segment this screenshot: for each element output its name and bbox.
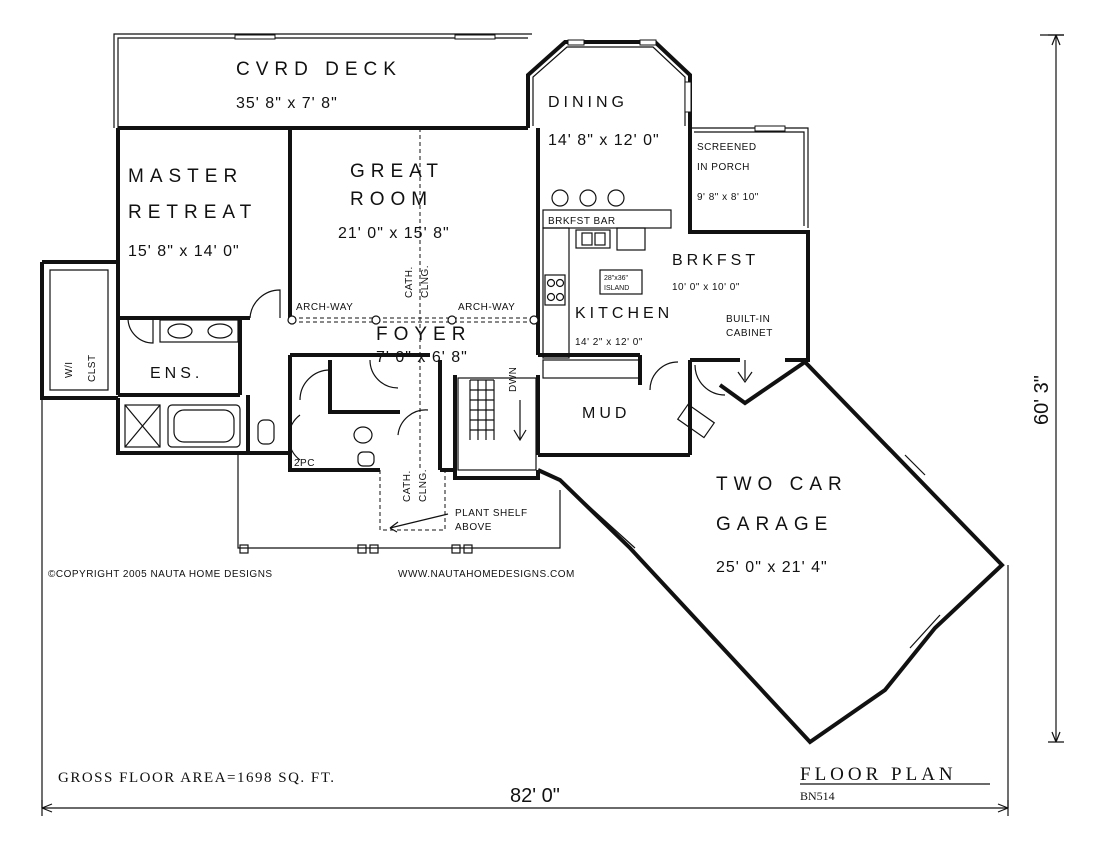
covered-deck (113, 33, 532, 128)
plant-shelf-note-1: PLANT SHELF (455, 508, 528, 519)
cath-clng-a-2: CLNG. (420, 265, 431, 298)
garage-label-1: TWO CAR (716, 474, 848, 495)
walkin-label-2: CLST (87, 354, 98, 382)
plan-title: FLOOR PLAN (800, 764, 957, 785)
front-porch (237, 453, 561, 554)
island-note-1: 28"x36" (604, 275, 629, 282)
archway-post-mid2 (447, 315, 457, 325)
screened-porch-walls (690, 125, 809, 228)
mud-label: MUD (582, 405, 630, 422)
ensuite-fixtures (124, 319, 275, 448)
dining-bay-walls (526, 39, 692, 128)
width-dimension: 82' 0" (510, 785, 560, 807)
archway-post-left (287, 315, 297, 325)
great-label-2: ROOM (350, 189, 433, 210)
archway-note-left: ARCH-WAY (296, 302, 353, 313)
archway-post-right (529, 315, 539, 325)
brkfst-bar-note: BRKFST BAR (548, 216, 616, 227)
great-label-1: GREAT (350, 161, 444, 182)
kitchen-fixtures (542, 189, 672, 379)
powder-label: 2PC (294, 458, 315, 469)
dining-label: DINING (548, 94, 628, 111)
copyright-text: ©COPYRIGHT 2005 NAUTA HOME DESIGNS (48, 569, 273, 580)
island-note-2: ISLAND (604, 285, 629, 292)
garage-label-2: GARAGE (716, 514, 833, 535)
ensuite-label: ENS. (150, 365, 203, 382)
great-size: 21' 0" x 15' 8" (338, 225, 450, 242)
breakfast-size: 10' 0" x 10' 0" (672, 282, 740, 293)
kitchen-label: KITCHEN (575, 305, 673, 322)
built-in-note-2: CABINET (726, 328, 773, 339)
foyer-label: FOYER (376, 324, 471, 345)
built-in-note-1: BUILT-IN (726, 314, 770, 325)
screened-label-1: SCREENED (697, 142, 757, 153)
stairs (457, 377, 537, 471)
dining-size: 14' 8" x 12' 0" (548, 132, 660, 149)
down-note: DWN (508, 367, 519, 392)
master-size: 15' 8" x 14' 0" (128, 243, 240, 260)
kitchen-size: 14' 2" x 12' 0" (575, 337, 643, 348)
depth-dimension: 60' 3" (1031, 375, 1053, 425)
archway-post-mid (371, 315, 381, 325)
breakfast-label: BRKFST (672, 252, 759, 269)
deck-label: CVRD DECK (236, 59, 402, 80)
website-text: WWW.NAUTAHOMEDESIGNS.COM (398, 569, 575, 580)
dimension-lines (41, 34, 1064, 816)
cath-clng-b-2: CLNG. (418, 469, 429, 502)
door-swings (127, 289, 726, 461)
screened-label-2: IN PORCH (697, 162, 750, 173)
exterior-walls (40, 126, 810, 480)
gross-area-text: GROSS FLOOR AREA=1698 SQ. FT. (58, 770, 336, 786)
garage-walls (537, 359, 1005, 745)
deck-size: 35' 8" x 7' 8" (236, 95, 338, 112)
cath-clng-a-1: CATH. (404, 266, 415, 298)
master-label-1: MASTER (128, 166, 243, 187)
cath-clng-b-1: CATH. (402, 470, 413, 502)
master-label-2: RETREAT (128, 202, 257, 223)
powder-fixtures (353, 426, 375, 467)
garage-size: 25' 0" x 21' 4" (716, 559, 828, 576)
walkin-label-1: W/I (64, 362, 75, 379)
archway-line (292, 317, 538, 323)
plan-number: BN514 (800, 789, 835, 803)
foyer-size: 7' 0" x 6' 8" (376, 349, 468, 366)
screened-size: 9' 8" x 8' 10" (697, 192, 759, 203)
plant-shelf-note-2: ABOVE (455, 522, 492, 533)
archway-note-right: ARCH-WAY (458, 302, 515, 313)
